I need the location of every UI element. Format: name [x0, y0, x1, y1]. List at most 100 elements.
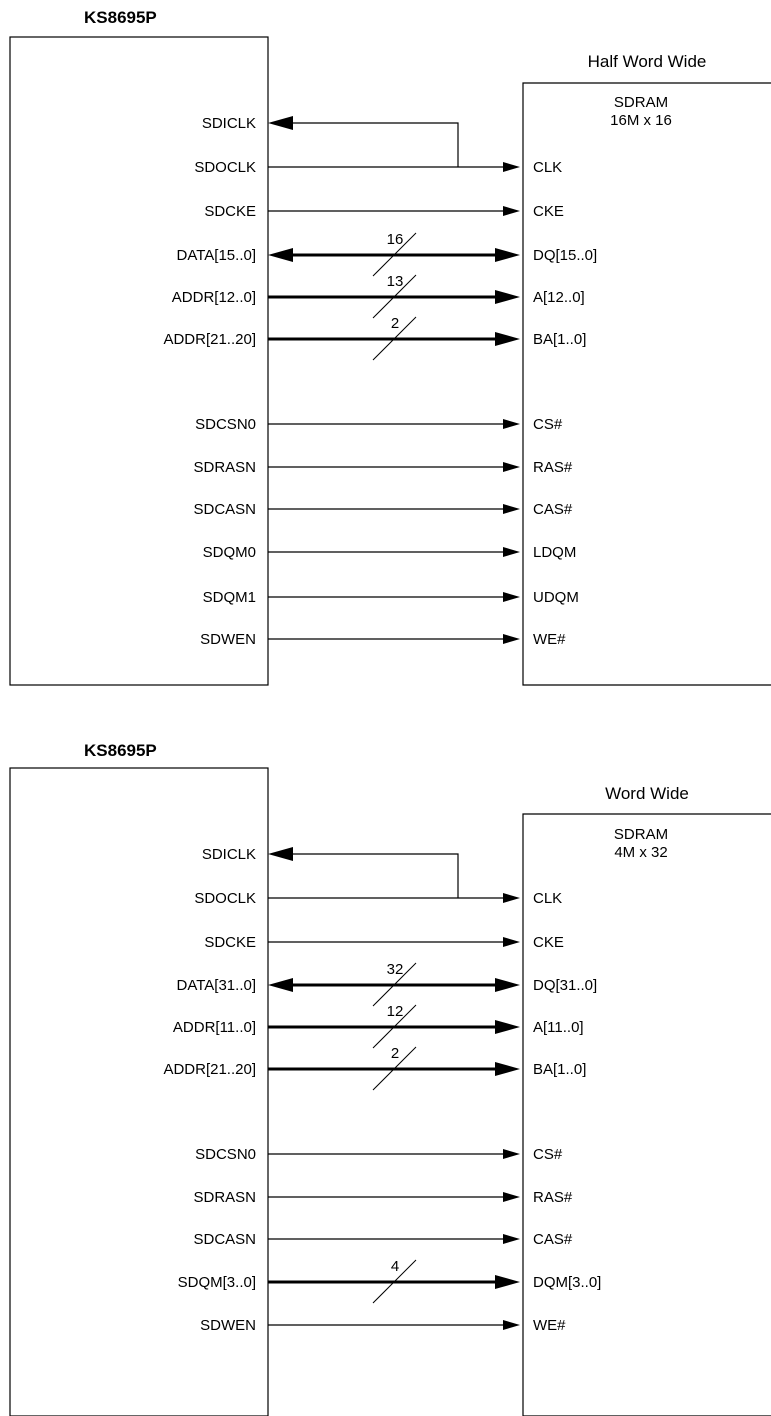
signal-label-sdcke: SDCKE: [204, 934, 256, 951]
signal-label-sdwen: SDWEN: [200, 631, 256, 648]
signal-label-sdqm1: SDQM1: [203, 589, 256, 606]
signal-arrow-sdcsn0: [503, 419, 520, 429]
signal-label-sdiclk: SDICLK: [202, 115, 256, 132]
pin-label-sdwen: WE#: [533, 631, 566, 648]
bus-slash-data-31-0: [372, 962, 417, 1007]
pin-label-sdrasn: RAS#: [533, 459, 573, 476]
pin-label-sdcasn: CAS#: [533, 1231, 573, 1248]
signal-label-addr-21-20: ADDR[21..20]: [163, 1061, 256, 1078]
signal-arrow-sdwen: [503, 634, 520, 644]
pin-label-sdqm-3-0: DQM[3..0]: [533, 1274, 601, 1291]
signal-arrow-addr-12-0: [495, 290, 520, 304]
pin-label-clk: CLK: [533, 159, 562, 176]
signal-arrow-back-data-31-0: [268, 978, 293, 992]
signal-label-sdwen: SDWEN: [200, 1317, 256, 1334]
memory-box: [522, 82, 771, 686]
pin-label-addr-21-20: BA[1..0]: [533, 1061, 586, 1078]
signal-label-addr-11-0: ADDR[11..0]: [173, 1019, 256, 1036]
pin-label-sdcasn: CAS#: [533, 501, 573, 518]
memory-header: Word Wide: [605, 784, 689, 803]
clock-feedback-arrow: [268, 116, 293, 130]
signal-label-data-15-0: DATA[15..0]: [177, 247, 256, 264]
signal-label-sdcsn0: SDCSN0: [195, 416, 256, 433]
pin-label-sdrasn: RAS#: [533, 1189, 573, 1206]
bus-slash-addr-21-20: [372, 1046, 417, 1091]
signal-label-sdcsn0: SDCSN0: [195, 1146, 256, 1163]
signal-arrow-sdcasn: [503, 1234, 520, 1244]
bus-slash-addr-12-0: [372, 274, 417, 319]
pin-label-sdqm0: LDQM: [533, 544, 576, 561]
signal-arrow-sdrasn: [503, 462, 520, 472]
memory-header: Half Word Wide: [588, 52, 707, 71]
signal-arrow-back-data-15-0: [268, 248, 293, 262]
pin-label-addr-21-20: BA[1..0]: [533, 331, 586, 348]
signal-arrow-data-31-0: [495, 978, 520, 992]
signal-arrow-sdcke: [503, 206, 520, 216]
signal-arrow-data-15-0: [495, 248, 520, 262]
memory-box: [522, 813, 771, 1416]
pin-label-sdcke: CKE: [533, 934, 564, 951]
bus-width-sdqm-3-0: 4: [391, 1258, 399, 1275]
bus-slash-addr-21-20: [372, 316, 417, 361]
signal-arrow-sdcsn0: [503, 1149, 520, 1159]
memory-size: 4M x 32: [614, 844, 667, 861]
signal-arrow-sdqm1: [503, 592, 520, 602]
signal-arrow-sdrasn: [503, 1192, 520, 1202]
signal-label-sdoclk: SDOCLK: [194, 159, 256, 176]
bus-width-data-15-0: 16: [387, 231, 404, 248]
memory-size: 16M x 16: [610, 112, 672, 129]
pin-label-data-31-0: DQ[31..0]: [533, 977, 597, 994]
pin-label-addr-12-0: A[12..0]: [533, 289, 585, 306]
bus-width-addr-12-0: 13: [387, 273, 404, 290]
signal-arrow-sdqm0: [503, 547, 520, 557]
signal-label-sdcasn: SDCASN: [193, 1231, 256, 1248]
bus-width-data-31-0: 32: [387, 961, 404, 978]
signal-label-sdiclk: SDICLK: [202, 846, 256, 863]
signal-label-data-31-0: DATA[31..0]: [177, 977, 256, 994]
signal-label-sdcasn: SDCASN: [193, 501, 256, 518]
bus-width-addr-11-0: 12: [387, 1003, 404, 1020]
signal-arrow-sdcke: [503, 937, 520, 947]
pin-label-addr-11-0: A[11..0]: [533, 1019, 584, 1036]
signal-label-sdrasn: SDRASN: [193, 1189, 256, 1206]
pin-label-sdqm1: UDQM: [533, 589, 579, 606]
pin-label-sdwen: WE#: [533, 1317, 566, 1334]
signal-label-addr-12-0: ADDR[12..0]: [172, 289, 256, 306]
clock-feedback-wire: [293, 122, 459, 167]
chip-title: KS8695P: [84, 8, 157, 27]
bus-slash-data-15-0: [372, 232, 417, 277]
clock-feedback-arrow: [268, 847, 293, 861]
signal-label-sdrasn: SDRASN: [193, 459, 256, 476]
signal-arrow-addr-21-20: [495, 1062, 520, 1076]
signal-label-sdoclk: SDOCLK: [194, 890, 256, 907]
memory-name: SDRAM: [614, 94, 668, 111]
pin-label-sdcsn0: CS#: [533, 416, 563, 433]
pin-label-sdcke: CKE: [533, 203, 564, 220]
pin-label-data-15-0: DQ[15..0]: [533, 247, 597, 264]
signal-arrow-addr-11-0: [495, 1020, 520, 1034]
signal-label-addr-21-20: ADDR[21..20]: [163, 331, 256, 348]
memory-name: SDRAM: [614, 826, 668, 843]
pin-label-clk: CLK: [533, 890, 562, 907]
signal-arrow-addr-21-20: [495, 332, 520, 346]
clock-out-arrow: [503, 162, 520, 172]
bus-slash-addr-11-0: [372, 1004, 417, 1049]
chip-box: [9, 767, 269, 1416]
chip-box: [9, 36, 269, 686]
clock-out-arrow: [503, 893, 520, 903]
signal-arrow-sdqm-3-0: [495, 1275, 520, 1289]
bus-width-addr-21-20: 2: [391, 1045, 399, 1062]
pin-label-sdcsn0: CS#: [533, 1146, 563, 1163]
signal-label-sdqm0: SDQM0: [203, 544, 256, 561]
signal-arrow-sdwen: [503, 1320, 520, 1330]
signal-arrow-sdcasn: [503, 504, 520, 514]
bus-width-addr-21-20: 2: [391, 315, 399, 332]
bus-slash-sdqm-3-0: [372, 1259, 417, 1304]
clock-feedback-wire: [293, 853, 459, 898]
chip-title: KS8695P: [84, 741, 157, 760]
signal-label-sdcke: SDCKE: [204, 203, 256, 220]
signal-label-sdqm-3-0: SDQM[3..0]: [178, 1274, 256, 1291]
